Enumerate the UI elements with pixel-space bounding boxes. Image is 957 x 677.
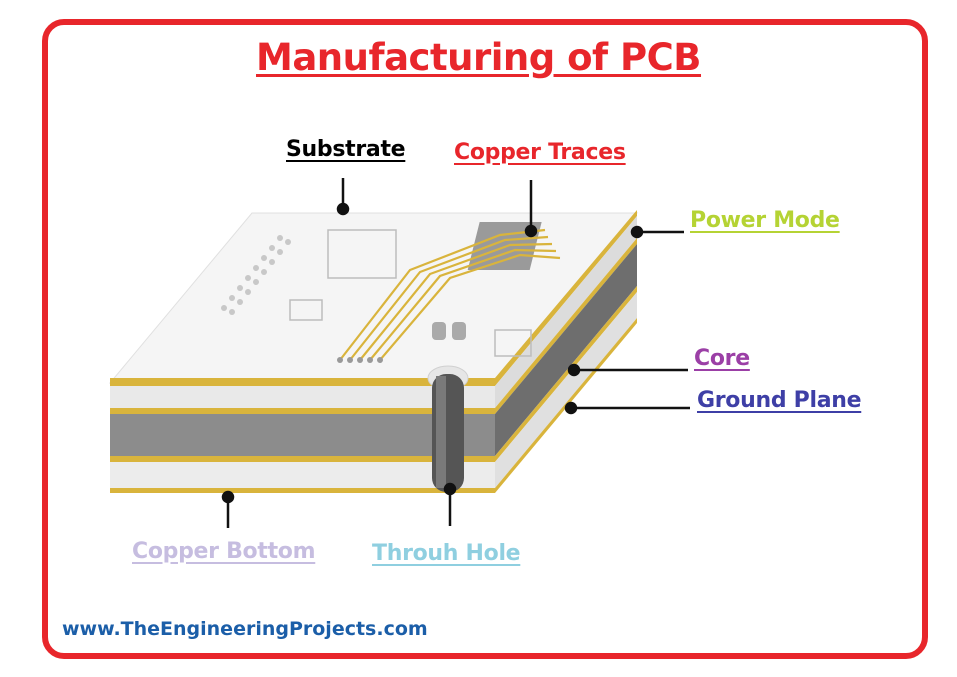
trace-end-pads	[337, 357, 383, 363]
footer-website: www.TheEngineeringProjects.com	[62, 618, 428, 640]
label-ground-plane: Ground Plane	[697, 388, 862, 413]
front-top-layer	[110, 386, 495, 408]
side-copper-2	[495, 286, 637, 462]
pad-grid	[221, 235, 291, 315]
small-pads	[432, 322, 466, 340]
label-power-mode: Power Mode	[690, 208, 840, 233]
label-substrate: Substrate	[286, 137, 406, 162]
side-copper-1	[495, 238, 637, 414]
label-through-hole: Throuh Hole	[372, 541, 521, 566]
side-core	[495, 244, 637, 456]
label-copper-bottom: Copper Bottom	[132, 539, 316, 564]
leader-lines	[221, 178, 690, 528]
label-copper-traces: Copper Traces	[454, 140, 626, 165]
label-core: Core	[694, 346, 750, 371]
diagram-title: Manufacturing of PCB	[256, 36, 702, 79]
red-border-frame	[42, 19, 928, 659]
front-copper-1	[110, 408, 495, 414]
side-bottom-layer	[495, 292, 637, 488]
copper-trace-lines	[339, 228, 561, 361]
front-core	[110, 414, 495, 456]
top-components	[289, 229, 532, 357]
front-copper-2	[110, 456, 495, 462]
front-copper-bottom	[110, 488, 495, 493]
side-top-layer	[495, 216, 637, 408]
front-bottom-layer	[110, 462, 495, 488]
